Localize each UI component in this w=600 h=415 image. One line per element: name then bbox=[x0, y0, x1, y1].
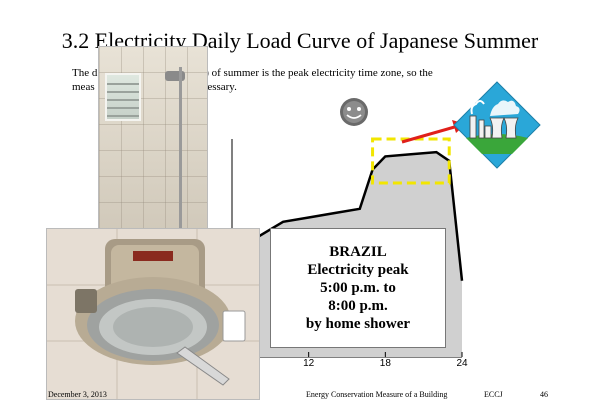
callout-line-2: Electricity peak bbox=[307, 262, 409, 278]
footer-date: December 3, 2013 bbox=[48, 390, 107, 399]
brazil-peak-callout: BRAZIL Electricity peak 5:00 p.m. to 8:0… bbox=[270, 228, 446, 348]
sun-face-icon bbox=[340, 98, 368, 126]
x-tick-label-12: 12 bbox=[303, 358, 315, 369]
electric-shower-heater-icon bbox=[47, 229, 259, 399]
power-plant-icon bbox=[453, 81, 541, 169]
shower-photo bbox=[98, 46, 208, 246]
callout-line-3: 5:00 p.m. to bbox=[320, 280, 396, 296]
peak-highlight-box bbox=[371, 137, 451, 185]
load-curve-line bbox=[230, 150, 464, 358]
footer-org: ECCJ bbox=[484, 390, 503, 399]
x-tick-label-18: 18 bbox=[379, 358, 391, 369]
slide-title: 3.2 Electricity Daily Load Curve of Japa… bbox=[61, 28, 539, 53]
footer-title: Energy Conservation Measure of a Buildin… bbox=[306, 390, 448, 399]
callout-line-1: BRAZIL bbox=[329, 244, 387, 260]
callout-line-4: 8:00 p.m. bbox=[328, 298, 388, 314]
shower-head-icon bbox=[165, 71, 185, 81]
x-tick-label-24: 24 bbox=[456, 358, 468, 369]
shower-heater-photo bbox=[46, 228, 260, 400]
shower-pipe bbox=[179, 67, 182, 237]
footer-page-number: 46 bbox=[540, 390, 548, 399]
callout-line-5: by home shower bbox=[305, 316, 411, 332]
x-tick-marks bbox=[308, 352, 463, 357]
bathroom-window bbox=[105, 73, 141, 121]
